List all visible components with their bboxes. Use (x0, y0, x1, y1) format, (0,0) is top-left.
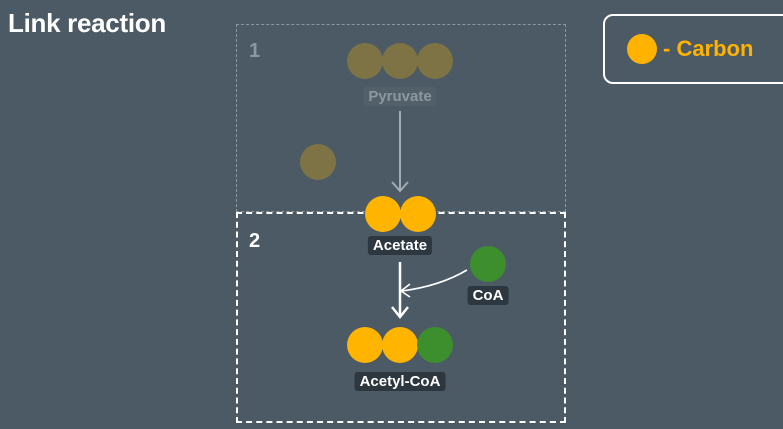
page-title: Link reaction (8, 8, 166, 38)
pyruvate-carbon-1 (347, 43, 383, 79)
coa-join-arrowhead (399, 283, 411, 298)
acetylcoa-coa (417, 327, 453, 363)
pyruvate-carbon-3 (417, 43, 453, 79)
acetate-label: Acetate (367, 236, 433, 255)
legend-label: - Carbon (663, 36, 754, 61)
acetate-arrowhead (391, 306, 409, 320)
pyruvate-carbon-2 (382, 43, 418, 79)
pyruvate-arrowhead (391, 181, 409, 193)
coa-molecule (470, 246, 506, 282)
acetylcoa-carbon-1 (347, 327, 383, 363)
coa-join-arrow (401, 269, 468, 292)
step-2-number: 2 (249, 230, 261, 252)
acetylcoa-carbon-2 (382, 327, 418, 363)
acetylcoa-label: Acetyl-CoA (354, 372, 446, 391)
legend: - Carbon (603, 14, 783, 84)
acetate-carbon-2 (400, 196, 436, 232)
released-carbon (300, 144, 336, 180)
acetate-carbon-1 (365, 196, 401, 232)
step-1-number: 1 (249, 40, 261, 62)
coa-label: CoA (467, 286, 509, 305)
carbon-legend-dot (627, 34, 657, 64)
pyruvate-label: Pyruvate (363, 87, 437, 106)
